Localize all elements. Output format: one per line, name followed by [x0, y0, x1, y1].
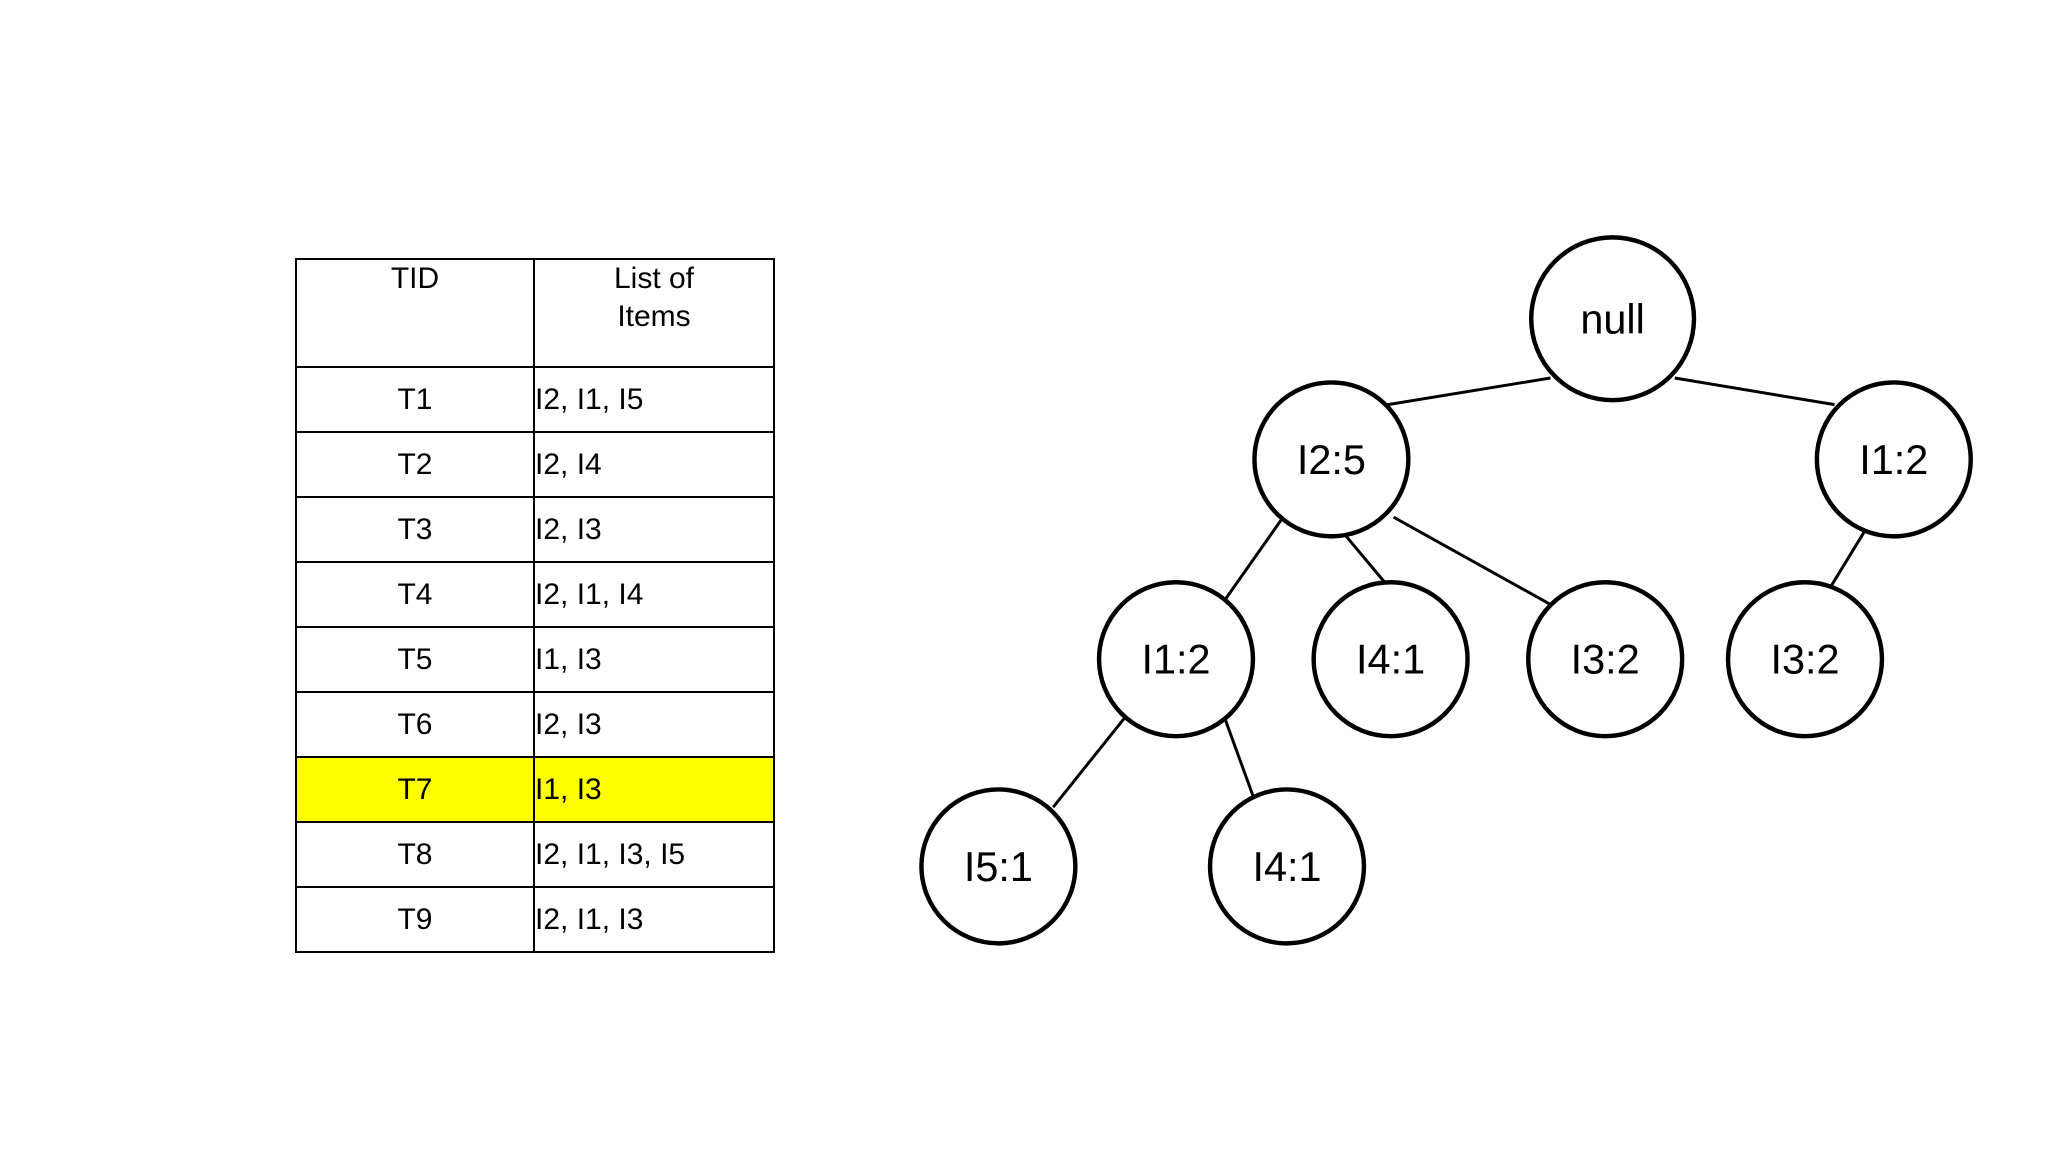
edge-root-i2	[1387, 376, 1551, 407]
column-header-items: List of Items	[533, 258, 775, 368]
table-row: T6 I2, I3	[295, 691, 775, 758]
tree-node-i3-right[interactable]: I3:2	[1725, 580, 1885, 739]
cell-tid: T5	[295, 626, 535, 693]
node-circle	[1207, 787, 1367, 946]
edge-i1l-i5b	[1052, 717, 1126, 809]
edge-i1l-i4b	[1223, 717, 1256, 801]
node-label: I4:1	[1356, 636, 1425, 683]
tree-node-i5-bottom[interactable]: I5:1	[919, 787, 1078, 946]
table-row: T4 I2, I1, I4	[295, 561, 775, 628]
edge-i2-i3m	[1392, 515, 1552, 606]
edge-i1r-i3r	[1830, 531, 1866, 586]
tree-node-i4-bottom[interactable]: I4:1	[1207, 787, 1367, 946]
table-row: T1 I2, I1, I5	[295, 366, 775, 433]
fp-tree-svg: null I2:5 I1:2 I1:2 I4:1	[919, 235, 1973, 946]
node-label: I3:2	[1571, 636, 1640, 683]
cell-items: I2, I1, I4	[533, 561, 775, 628]
column-header-items-line1: List of	[613, 262, 695, 295]
tree-node-i3-mid[interactable]: I3:2	[1526, 580, 1685, 739]
table-row: T9 I2, I1, I3	[295, 886, 775, 953]
table-body: T1 I2, I1, I5 T2 I2, I4 T3 I2, I3 T4 I2,…	[295, 366, 775, 953]
node-label: I1:2	[1859, 436, 1928, 483]
node-label: I1:2	[1141, 636, 1210, 683]
node-circle	[1814, 380, 1973, 539]
node-label: I5:1	[964, 843, 1033, 890]
cell-tid: T4	[295, 561, 535, 628]
node-circle	[1526, 580, 1685, 739]
tree-node-i4-mid[interactable]: I4:1	[1311, 580, 1470, 739]
cell-items: I1, I3	[533, 626, 775, 693]
column-header-items-line2: Items	[617, 299, 691, 333]
cell-items: I2, I1, I3, I5	[533, 821, 775, 888]
node-circle	[1528, 235, 1697, 403]
cell-items: I2, I4	[533, 431, 775, 498]
table-header-row: TID List of Items	[295, 258, 775, 368]
table-row: T8 I2, I1, I3, I5	[295, 821, 775, 888]
node-label: I2:5	[1297, 436, 1366, 483]
cell-items: I2, I3	[533, 496, 775, 563]
node-label: I4:1	[1252, 843, 1321, 890]
tree-node-group: null I2:5 I1:2 I1:2 I4:1	[919, 235, 1973, 946]
cell-tid: T2	[295, 431, 535, 498]
cell-items: I2, I1, I3	[533, 886, 775, 953]
table-row: T3 I2, I3	[295, 496, 775, 563]
table-row-highlighted: T7 I1, I3	[295, 756, 775, 823]
node-label: I3:2	[1770, 636, 1839, 683]
edge-i2-i1l	[1223, 519, 1283, 601]
node-circle	[919, 787, 1078, 946]
tree-edge-group	[1052, 376, 1866, 809]
table-row: T5 I1, I3	[295, 626, 775, 693]
node-circle	[1252, 380, 1411, 539]
cell-tid: T9	[295, 886, 535, 953]
tree-node-i1-right[interactable]: I1:2	[1814, 380, 1973, 539]
node-circle	[1311, 580, 1470, 739]
transaction-table: TID List of Items T1 I2, I1, I5 T2 I2, I…	[295, 258, 775, 953]
table-row: T2 I2, I4	[295, 431, 775, 498]
node-circle	[1096, 580, 1256, 739]
edge-root-i1r	[1674, 376, 1835, 407]
node-label: null	[1580, 295, 1645, 342]
cell-tid: T3	[295, 496, 535, 563]
tree-node-root[interactable]: null	[1528, 235, 1697, 403]
cell-tid: T7	[295, 756, 535, 823]
cell-items: I1, I3	[533, 756, 775, 823]
cell-tid: T8	[295, 821, 535, 888]
tree-node-i1-left[interactable]: I1:2	[1096, 580, 1256, 739]
cell-tid: T1	[295, 366, 535, 433]
node-circle	[1725, 580, 1885, 739]
cell-tid: T6	[295, 691, 535, 758]
column-header-tid-label: TID	[390, 262, 440, 295]
transaction-table-grid: TID List of Items T1 I2, I1, I5 T2 I2, I…	[295, 258, 775, 953]
table-header: TID List of Items	[295, 258, 775, 368]
cell-items: I2, I1, I5	[533, 366, 775, 433]
fp-tree-diagram: null I2:5 I1:2 I1:2 I4:1	[860, 230, 2010, 970]
edge-i2-i4m	[1345, 535, 1386, 584]
column-header-tid: TID	[295, 258, 535, 368]
cell-items: I2, I3	[533, 691, 775, 758]
tree-node-i2[interactable]: I2:5	[1252, 380, 1411, 539]
